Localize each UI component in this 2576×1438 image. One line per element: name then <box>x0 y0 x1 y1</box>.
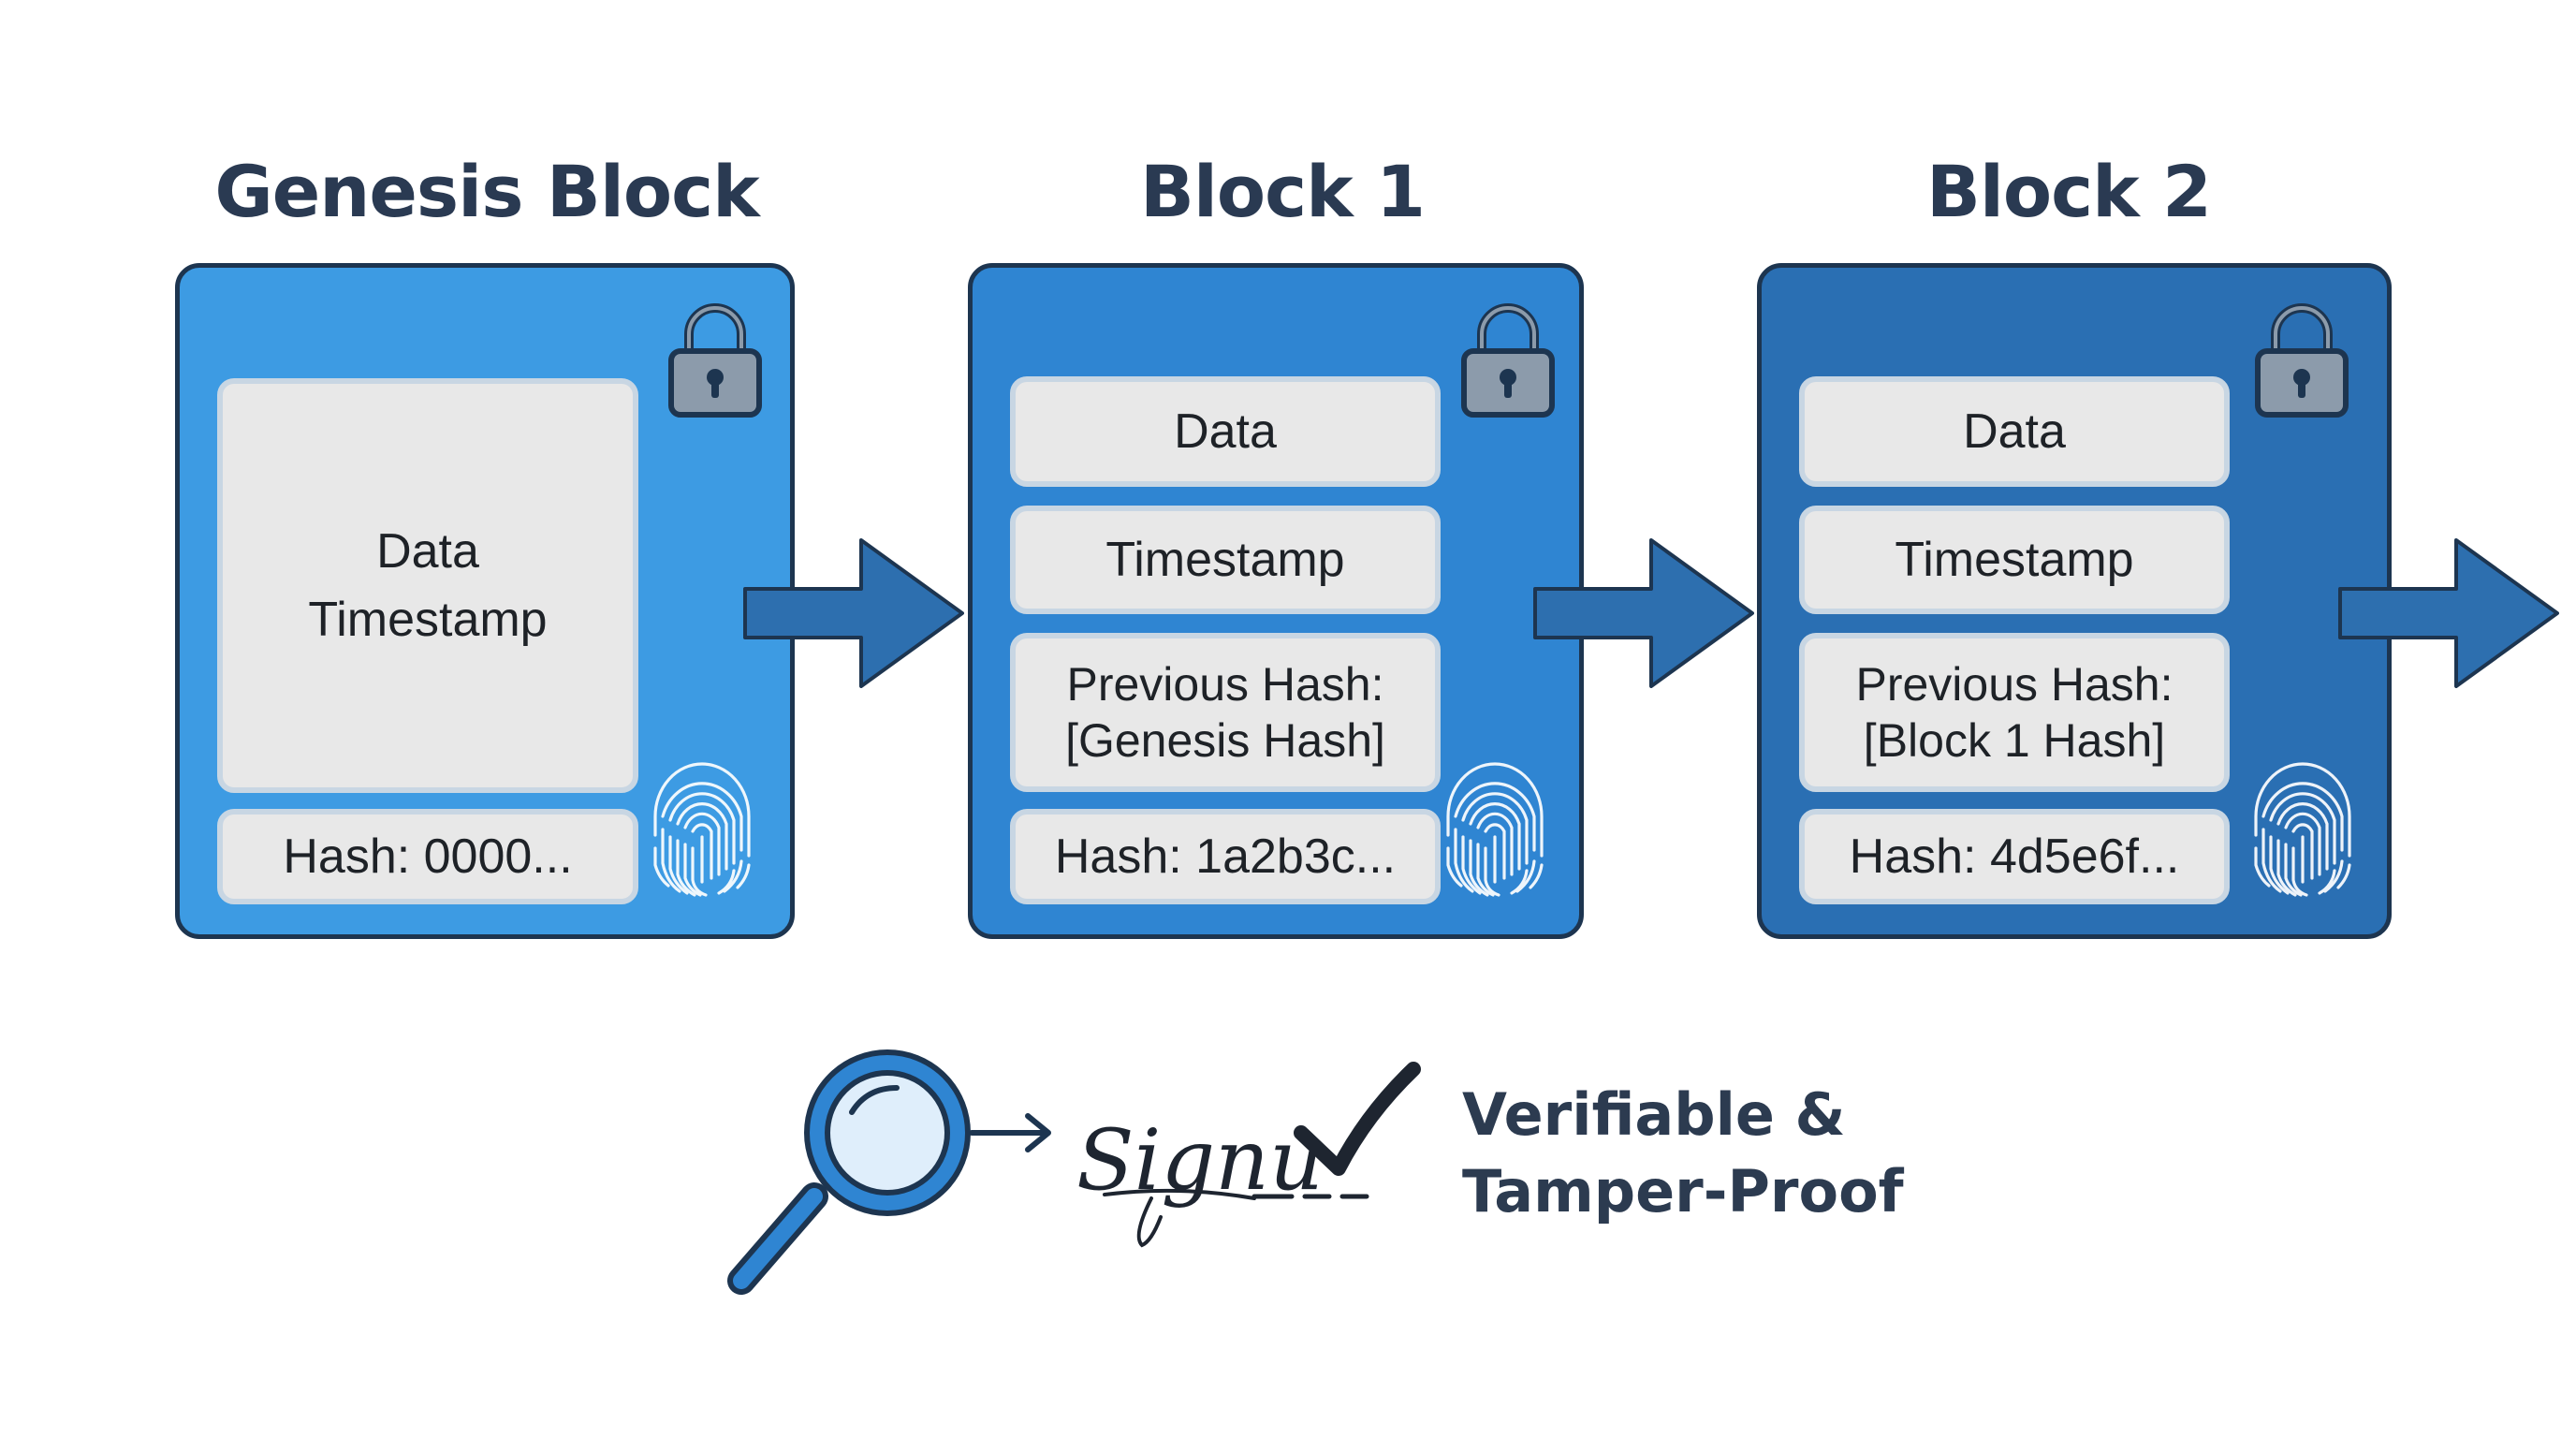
previous-hash-field: Previous Hash: [Genesis Hash] <box>1010 633 1441 792</box>
lock-icon <box>2255 303 2349 418</box>
block-2: Data Timestamp Previous Hash: [Block 1 H… <box>1757 263 2392 939</box>
lock-icon <box>668 303 762 418</box>
data-timestamp-field: Data Timestamp <box>217 378 638 793</box>
checkmark-icon <box>1294 1062 1421 1176</box>
fingerprint-icon <box>653 762 751 897</box>
signature-image: Signu <box>1076 1062 1421 1248</box>
timestamp-field: Timestamp <box>1799 506 2230 614</box>
previous-hash-field: Previous Hash: [Block 1 Hash] <box>1799 633 2230 792</box>
hash-field: Hash: 0000... <box>217 809 638 904</box>
verifiable-tamper-proof-label: Verifiable & Tamper-Proof <box>1462 1080 1904 1225</box>
genesis-block-title: Genesis Block <box>214 150 759 233</box>
hash-field: Hash: 4d5e6f... <box>1799 809 2230 904</box>
block-2-title: Block 2 <box>1925 150 2212 233</box>
hash-field: Hash: 1a2b3c... <box>1010 809 1441 904</box>
fingerprint-icon <box>2254 762 2351 897</box>
block-1-title: Block 1 <box>1139 150 1426 233</box>
lock-icon <box>1461 303 1555 418</box>
genesis-block: Data Timestamp Hash: 0000... <box>175 263 795 939</box>
arrow-right-icon <box>2338 538 2559 688</box>
magnifier-icon <box>727 1049 1051 1295</box>
arrow-right-icon <box>743 538 964 688</box>
data-field: Data <box>1799 376 2230 487</box>
data-field: Data <box>1010 376 1441 487</box>
timestamp-field: Timestamp <box>1010 506 1441 614</box>
arrow-right-icon <box>1533 538 1754 688</box>
fingerprint-icon <box>1446 762 1544 897</box>
block-1: Data Timestamp Previous Hash: [Genesis H… <box>968 263 1584 939</box>
